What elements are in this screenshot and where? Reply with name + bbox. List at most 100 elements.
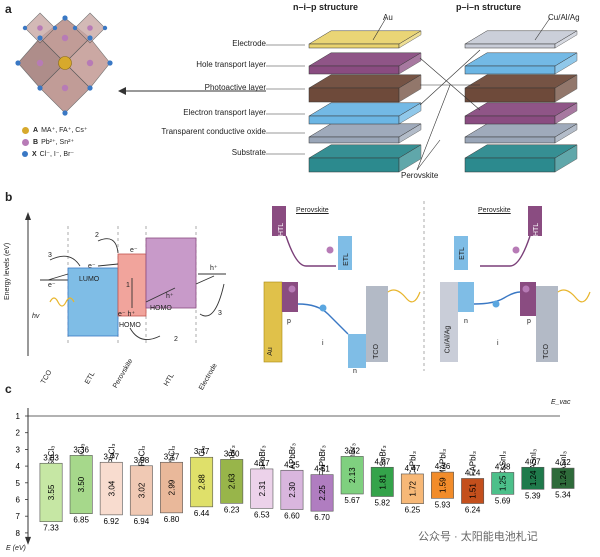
band-gap-bar	[250, 468, 274, 509]
band-gap-bar	[340, 456, 364, 495]
band-gap-value-label: 1.51	[469, 483, 478, 499]
legend-text: MA⁺, FA⁺, Cs⁺	[41, 127, 88, 134]
y-tick-label: 5	[16, 479, 21, 488]
band-gap-value-label: 3.50	[77, 476, 86, 492]
legend-text: Cl⁻, I⁻, Br⁻	[39, 151, 75, 158]
vbm-value-label: 5.34	[555, 490, 571, 499]
band-gap-bar	[220, 459, 244, 504]
band-gap-bar	[461, 478, 485, 504]
mid-n-label: n	[353, 368, 357, 375]
hole-electrode-label: h⁺	[210, 265, 218, 272]
legend-row-x: X Cl⁻, I⁻, Br⁻	[22, 148, 142, 160]
pin-perovskite-layer	[464, 74, 578, 103]
vbm-value-label: 6.25	[405, 506, 421, 515]
cbm-value-label: 3.77	[164, 452, 180, 461]
layer-label-photoactive: Photoactive layer	[204, 83, 266, 92]
cbm-value-label: 3.60	[224, 449, 240, 458]
cbm-value-label: 4.51	[314, 465, 330, 474]
homo-label: HOMO	[119, 322, 141, 329]
material-name-label: CsPbBr₃	[258, 445, 267, 476]
cbm-value-label: 3.42	[344, 446, 360, 455]
homo2-label: HOMO	[150, 305, 172, 312]
y-tick-label: 6	[16, 496, 21, 505]
vbm-value-label: 5.93	[435, 500, 451, 509]
vbm-value-label: 6.44	[194, 509, 210, 518]
band-gap-bar	[521, 466, 545, 490]
band-gap-value-label: 2.30	[288, 482, 297, 498]
material-name-label: CsSnBr₃	[378, 445, 387, 476]
layer-label-substrate: Substrate	[231, 148, 266, 157]
evac-label: E_vac	[551, 399, 571, 406]
y-axis-label: E (eV)	[6, 545, 26, 552]
cbm-value-label: 4.17	[254, 459, 270, 468]
band-gap-bar	[491, 472, 515, 495]
cbm-value-label: 3.36	[73, 445, 89, 454]
mid-au-label: Au	[266, 347, 274, 356]
cbm-value-label: 4.38	[495, 462, 511, 471]
right-n-label: n	[464, 318, 468, 325]
y-tick-label: 8	[16, 529, 21, 538]
watermark: 公众号 · 太阳能电池札记	[418, 531, 538, 543]
mid-htl-label: HTL	[278, 222, 286, 237]
nip-substrate-layer	[308, 144, 422, 173]
band-gap-bar	[190, 456, 214, 508]
band-gap-chart: 12345678FASnCl₃3.837.333.55MASnCl₃3.366.…	[16, 408, 575, 545]
nip-stack	[308, 30, 422, 173]
arrow-to-crystal-icon	[118, 87, 266, 95]
vbm-value-label: 6.60	[284, 512, 300, 521]
electron-tco-label: e⁻	[48, 282, 56, 289]
cbm-value-label: 3.77	[103, 452, 119, 461]
band-gap-value-label: 3.04	[107, 480, 116, 496]
cbm-value-label: 4.74	[465, 468, 481, 477]
nip-htl-layer	[308, 52, 422, 75]
band-gap-value-label: 3.02	[137, 482, 146, 498]
y-tick-label: 2	[16, 429, 21, 438]
energy-axis-label: Energy levels (eV)	[4, 242, 11, 300]
nip-electrode-layer	[308, 30, 422, 49]
nip-tco-layer	[308, 123, 422, 144]
band-gap-value-label: 1.59	[439, 477, 448, 493]
legend-letter: A	[33, 126, 39, 134]
cu-label: Cu/Al/Ag	[548, 13, 580, 22]
right-etl-label: ETL	[458, 247, 466, 260]
mid-p-label: p	[287, 318, 291, 325]
electron-label: e⁻	[88, 263, 96, 270]
pin-etl-layer	[464, 52, 578, 75]
legend-row-a: A MA⁺, FA⁺, Cs⁺	[22, 124, 142, 136]
band-gap-value-label: 1.24	[529, 470, 538, 486]
vbm-value-label: 5.82	[374, 498, 390, 507]
band-gap-bar	[280, 469, 304, 510]
vbm-value-label: 6.85	[73, 516, 89, 525]
band-gap-value-label: 1.81	[378, 474, 387, 490]
legend-text: Pb²⁺, Sn²⁺	[41, 139, 75, 146]
y-tick-label: 3	[16, 445, 21, 454]
cbm-value-label: 4.47	[405, 464, 421, 473]
vbm-value-label: 6.80	[164, 515, 180, 524]
layer-label-etl: Electron transport layer	[183, 108, 266, 117]
nip-perovskite-layer	[308, 74, 422, 103]
cbm-value-label: 4.12	[555, 458, 571, 467]
pin-stack	[464, 30, 578, 173]
cbm-value-label: 3.98	[134, 456, 150, 465]
y-axis-arrow-icon	[25, 536, 31, 545]
band-gap-bar	[431, 471, 454, 499]
band-gap-value-label: 2.88	[198, 474, 207, 490]
legend-row-b: B Pb²⁺, Sn²⁺	[22, 136, 142, 148]
step-2b-label: 2	[174, 336, 178, 343]
right-p-label: p	[527, 318, 531, 325]
band-gap-bar	[69, 455, 93, 514]
material-name-label: MASnI₃	[529, 449, 538, 476]
material-name-label: MAPbI₃	[439, 449, 448, 476]
band-gap-bar	[39, 462, 63, 523]
band-gap-value-label: 1.25	[499, 475, 508, 491]
nip-etl-layer	[308, 102, 422, 125]
material-name-label: CsPbI₃	[408, 451, 417, 476]
mid-tco-label: TCO	[372, 344, 380, 359]
vbm-value-label: 5.39	[525, 491, 541, 500]
nip-title: n–i–p structure	[293, 2, 359, 12]
pin-substrate-layer	[464, 144, 578, 173]
right-perovskite-label: Perovskite	[478, 207, 511, 214]
crystal-legend: A MA⁺, FA⁺, Cs⁺ B Pb²⁺, Sn²⁺ X Cl⁻, I⁻, …	[22, 124, 142, 160]
vbm-value-label: 6.92	[103, 517, 119, 526]
legend-letter: B	[33, 138, 39, 146]
